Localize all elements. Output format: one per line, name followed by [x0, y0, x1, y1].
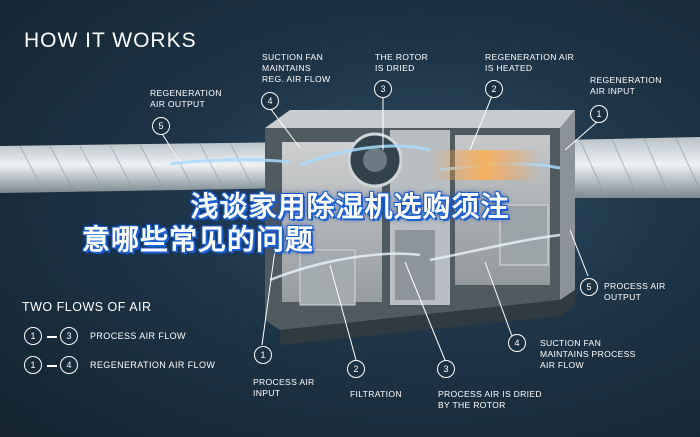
- regen-heated-badge: 2: [485, 80, 503, 98]
- page-title: HOW IT WORKS: [24, 29, 197, 52]
- suction-process-label: SUCTION FAN MAINTAINS PROCESS AIR FLOW: [540, 338, 636, 370]
- suction-process-badge: 4: [508, 334, 526, 352]
- overlay-headline-line1: 浅谈家用除湿机选购须注: [190, 190, 510, 223]
- suction-regen-badge: 4: [261, 92, 279, 110]
- regen-output-badge: 5: [152, 117, 170, 135]
- regen-output-label: REGENERATION AIR OUTPUT: [150, 88, 222, 109]
- legend-row-regeneration: 1 4 REGENERATION AIR FLOW: [24, 356, 324, 376]
- legend-from-badge: 1: [24, 356, 42, 374]
- process-dried-label: PROCESS AIR IS DRIED BY THE ROTOR: [438, 389, 542, 410]
- legend-row-process: 1 3 PROCESS AIR FLOW: [24, 327, 324, 347]
- regen-input-label: REGENERATION AIR INPUT: [590, 75, 662, 96]
- regen-input-duct: [560, 137, 700, 199]
- suction-regen-label: SUCTION FAN MAINTAINS REG. AIR FLOW: [262, 52, 331, 84]
- rotor-dried-label: THE ROTOR IS DRIED: [375, 52, 429, 73]
- legend-dash: [47, 336, 57, 338]
- leader-lines: [160, 95, 598, 361]
- legend-label: PROCESS AIR FLOW: [90, 331, 186, 341]
- process-input-label: PROCESS AIR INPUT: [253, 377, 315, 398]
- regen-input-badge: 1: [590, 105, 608, 123]
- regen-output-duct: [0, 142, 300, 193]
- process-output-label: PROCESS AIR OUTPUT: [604, 281, 666, 302]
- rotor-dried-badge: 3: [374, 80, 392, 98]
- heater-glow: [430, 150, 540, 180]
- process-dried-badge: 3: [437, 360, 455, 378]
- legend-from-badge: 1: [24, 327, 42, 345]
- process-output-badge: 5: [580, 278, 598, 296]
- filtration-label: FILTRATION: [350, 389, 402, 399]
- process-input-badge: 1: [254, 346, 272, 364]
- legend-title: TWO FLOWS OF AIR: [22, 300, 152, 314]
- regen-heated-label: REGENERATION AIR IS HEATED: [485, 52, 575, 73]
- legend-dash: [47, 365, 57, 367]
- process-airflow: [269, 233, 561, 282]
- overlay-headline-line2: 意哪些常见的问题: [81, 223, 314, 256]
- legend-to-badge: 4: [60, 356, 78, 374]
- legend-to-badge: 3: [60, 327, 78, 345]
- filtration-badge: 2: [347, 360, 365, 378]
- legend-label: REGENERATION AIR FLOW: [90, 360, 216, 370]
